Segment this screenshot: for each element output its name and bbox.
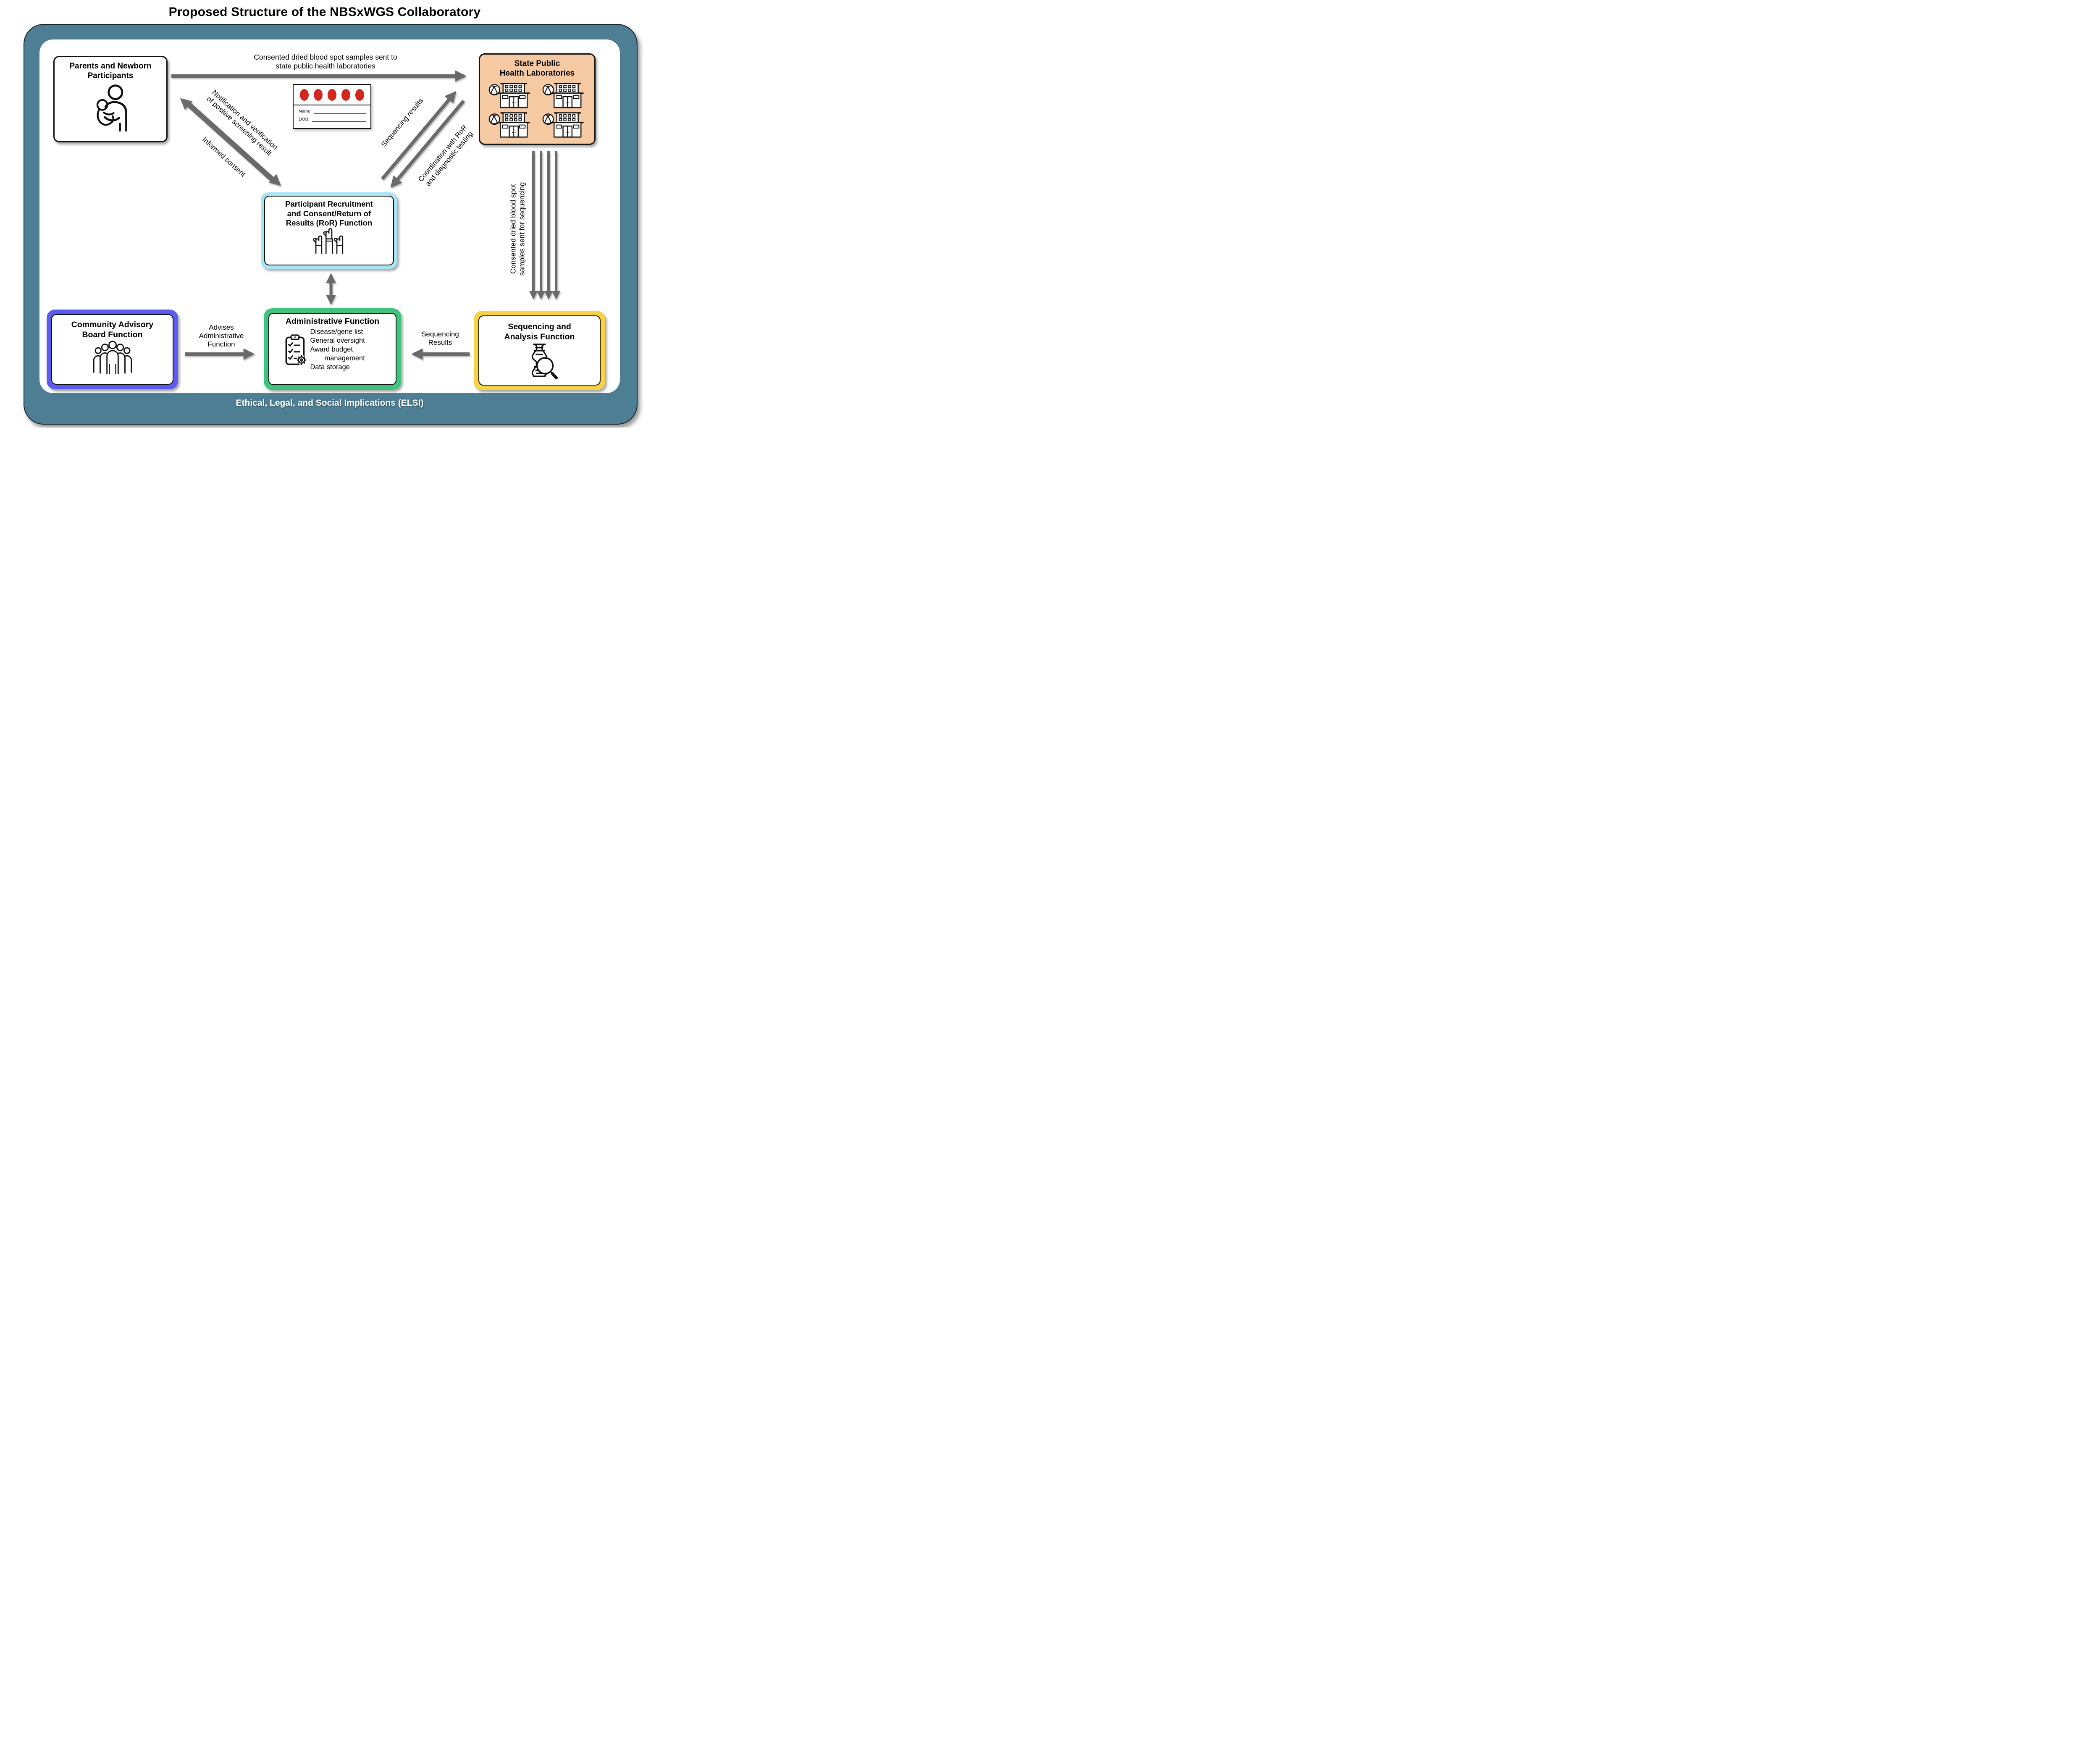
diagram-canvas: Proposed Structure of the NBSxWGS Collab…: [0, 0, 649, 428]
state-labs-title: State Public Health Laboratories: [499, 59, 575, 78]
ror-function-box: Participant Recruitment and Consent/Retu…: [261, 192, 397, 269]
sequencing-analysis-title: Sequencing and Analysis Function: [504, 322, 575, 341]
blood-spot: [314, 89, 323, 101]
list-item: Data storage: [310, 363, 350, 371]
community-advisory-board-box: Community Advisory Board Function: [47, 310, 178, 389]
blood-spot: [341, 89, 350, 101]
parent-and-baby-icon: [96, 84, 127, 132]
samples-to-labs-label: Consented dried blood spot samples sent …: [254, 53, 397, 70]
parents-newborn-box: Parents and Newborn Participants: [53, 56, 168, 142]
ror-function-title: Participant Recruitment and Consent/Retu…: [285, 199, 373, 228]
laboratory-building-icon: [488, 83, 530, 108]
page-title: Proposed Structure of the NBSxWGS Collab…: [168, 5, 481, 19]
list-item: Disease/gene list: [310, 328, 363, 336]
dna-magnifier-icon: [531, 343, 558, 379]
laboratory-building-icon: [488, 112, 530, 138]
elsi-label: Ethical, Legal, and Social Implications …: [236, 398, 424, 408]
administrative-function-title: Administrative Function: [285, 317, 380, 326]
dob-blank-line: [311, 117, 366, 122]
sequencing-analysis-box: Sequencing and Analysis Function: [474, 311, 605, 390]
blood-spots: [294, 85, 370, 105]
name-blank-line: [313, 109, 366, 114]
community-advisory-board-title: Community Advisory Board Function: [71, 320, 154, 339]
clipboard-checklist-gear-icon: [285, 334, 307, 365]
administrative-task-list: Disease/gene list General oversight Awar…: [310, 328, 383, 372]
samples-for-sequencing-label: Consented dried blood spot samples sent …: [509, 182, 526, 276]
blood-spot: [355, 89, 364, 101]
card-name-label: Name:: [299, 109, 312, 114]
state-labs-box: State Public Health Laboratories: [479, 53, 596, 145]
parents-newborn-title: Parents and Newborn Participants: [69, 62, 152, 81]
administrative-function-box: Administrative Function: [264, 308, 401, 390]
raised-hands-icon: [312, 228, 343, 254]
list-item: Award budget management: [310, 346, 365, 362]
card-dob-label: DOB:: [299, 117, 310, 122]
blood-spot: [328, 89, 336, 101]
laboratory-building-icon: [542, 112, 584, 138]
laboratory-building-icon: [542, 83, 584, 108]
list-item: General oversight: [310, 336, 365, 344]
laboratory-building-grid: [480, 81, 594, 138]
blood-spot: [300, 89, 309, 101]
people-group-icon: [93, 340, 132, 374]
blood-spot-card: Name: DOB:: [293, 84, 371, 129]
